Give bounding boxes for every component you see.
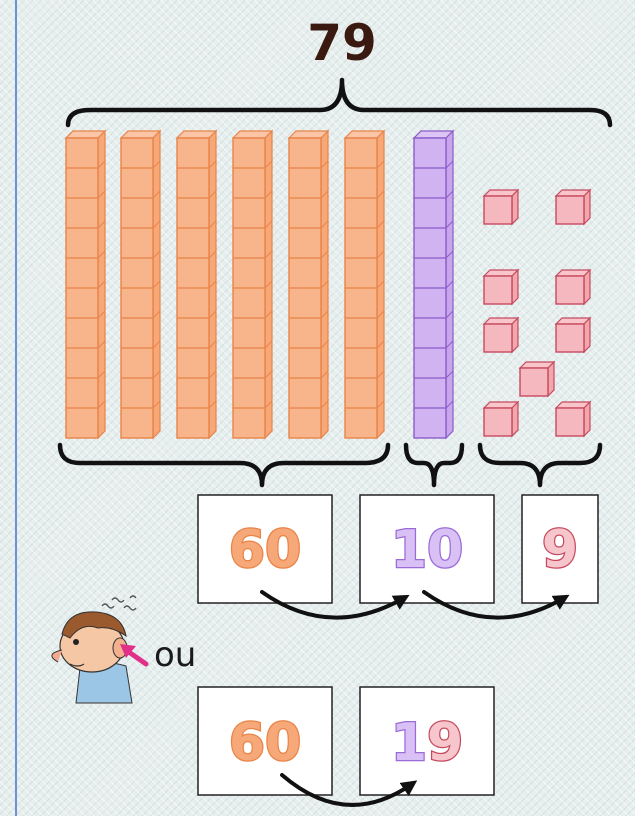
boy-listening-icon [51,595,137,704]
or-label: ou [154,635,196,675]
unit-cube-4 [554,268,592,306]
alt-rest-units-digit: 9 [427,713,463,773]
alt-tens-number: 60 [229,713,301,773]
unit-cube-1 [482,188,520,226]
units-number: 9 [542,520,578,580]
alt-rest-tens-digit: 1 [391,713,427,773]
unit-cube-9 [554,400,592,438]
ten-number: 10 [391,520,463,580]
alt-rest-number: 19 [391,713,463,773]
box-units: 9 [521,494,599,604]
top-brace [65,77,613,128]
tens-number: 60 [229,520,301,580]
purple-rod-1 [412,129,455,440]
unit-cube-3 [482,268,520,306]
margin-line [15,0,17,816]
unit-cube-2 [554,188,592,226]
orange-rod-4 [231,129,274,440]
orange-rod-6 [343,129,386,440]
pink-arrow-icon [120,644,149,667]
unit-cube-7 [518,360,556,398]
unit-cube-5 [482,316,520,354]
tens-brace [57,442,391,488]
arrow-tens-to-ten [260,590,410,620]
alt-box-rest: 19 [359,686,495,796]
unit-cube-6 [554,316,592,354]
rods-group [64,129,455,440]
unit-cubes-group [482,188,592,438]
orange-rod-3 [175,129,218,440]
ten-brace [403,442,465,488]
alt-box-tens: 60 [197,686,333,796]
unit-cube-8 [482,400,520,438]
total-number: 79 [307,14,377,72]
arrow-ten-to-units [422,590,570,620]
orange-rod-2 [119,129,162,440]
box-ten: 10 [359,494,495,604]
orange-rod-5 [287,129,330,440]
box-tens: 60 [197,494,333,604]
units-brace [477,442,603,488]
arrow-alt-tens-to-rest [280,773,418,807]
orange-rod-1 [64,129,107,440]
